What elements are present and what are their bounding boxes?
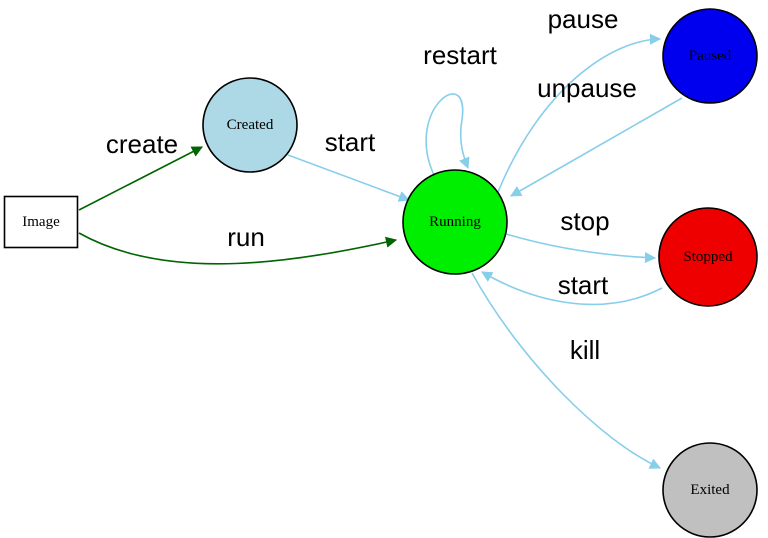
edge-restart (425, 93, 470, 176)
edge-label-stop: stop (560, 206, 609, 236)
edge-label-start-stopped: start (558, 270, 609, 300)
node-exited[interactable]: Exited (662, 442, 758, 538)
node-running[interactable]: Running (402, 169, 508, 275)
node-created[interactable]: Created (202, 77, 298, 173)
node-stopped[interactable]: Stopped (658, 207, 758, 307)
edge-pause (497, 33, 662, 193)
edge-label-create: create (106, 129, 178, 159)
edge-start-created (287, 154, 411, 202)
node-shape-stopped[interactable] (658, 207, 758, 307)
edge-label-unpause: unpause (537, 73, 637, 103)
edge-layer (78, 33, 683, 469)
edge-label-restart: restart (423, 40, 497, 70)
node-shape-exited[interactable] (662, 442, 758, 538)
edge-run (78, 232, 398, 265)
edge-label-run: run (227, 222, 265, 252)
edge-label-kill: kill (570, 335, 600, 365)
edge-kill (471, 272, 662, 469)
edge-stop (505, 233, 657, 264)
edge-label-start-created: start (325, 127, 376, 157)
edge-create (78, 146, 203, 211)
node-shape-created[interactable] (202, 77, 298, 173)
edge-label-layer: create run start restart pause unpause stop sta… (106, 4, 637, 365)
node-shape-paused[interactable] (662, 8, 758, 104)
node-shape-running[interactable] (402, 169, 508, 275)
node-paused[interactable]: Paused (662, 8, 758, 104)
node-image[interactable]: Image (3, 195, 79, 249)
edge-start-stopped (481, 271, 663, 306)
node-shape-image[interactable] (3, 195, 79, 249)
edge-unpause (510, 97, 683, 197)
edge-label-pause: pause (548, 4, 619, 34)
